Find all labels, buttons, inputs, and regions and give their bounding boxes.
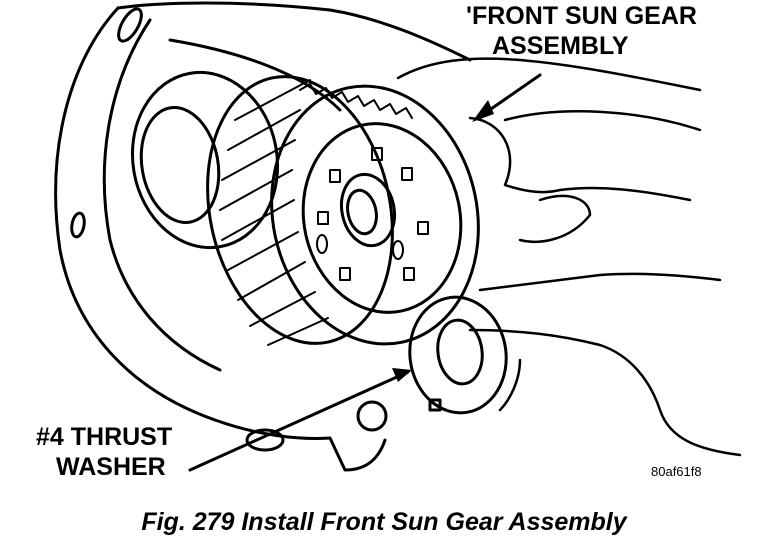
drum-teeth: [299, 83, 413, 119]
drum-splines: [219, 79, 329, 346]
hub-lugs: [316, 147, 429, 281]
washer-leader: [188, 370, 410, 472]
front-sun-gear-label-line1: 'FRONT SUN GEAR: [466, 2, 697, 30]
thrust-washer-inner: [436, 318, 484, 386]
case-bore-inner: [139, 106, 221, 224]
case-edge-top: [116, 1, 472, 62]
lower-boss-left: [245, 428, 285, 452]
upper-hand: [396, 57, 702, 202]
hub-bore: [339, 172, 397, 248]
thrust-washer-label-line1: #4 THRUST: [36, 423, 173, 451]
case-inner-rim: [102, 18, 222, 372]
hub-bore-inner: [346, 188, 378, 236]
sun-gear-arrowhead: [472, 100, 494, 122]
case-bore-outer: [130, 70, 280, 250]
lower-boss-right: [356, 400, 388, 432]
hub-ring: [301, 122, 463, 314]
lower-hand: [468, 194, 742, 457]
front-sun-gear-label-line2: ASSEMBLY: [492, 32, 629, 60]
thrust-washer-label-line2: WASHER: [56, 453, 166, 481]
drum-front: [270, 84, 480, 346]
case-slot: [117, 7, 143, 43]
case-housing: [54, 6, 387, 472]
case-hole: [70, 211, 86, 239]
drum-back: [206, 75, 394, 345]
figure-code: 80af61f8: [651, 464, 702, 479]
thrust-washer-tab: [428, 398, 442, 412]
washer-arrowhead: [392, 368, 412, 382]
thrust-washer-outer: [408, 295, 508, 415]
figure-caption: Fig. 279 Install Front Sun Gear Assembly: [141, 508, 627, 536]
